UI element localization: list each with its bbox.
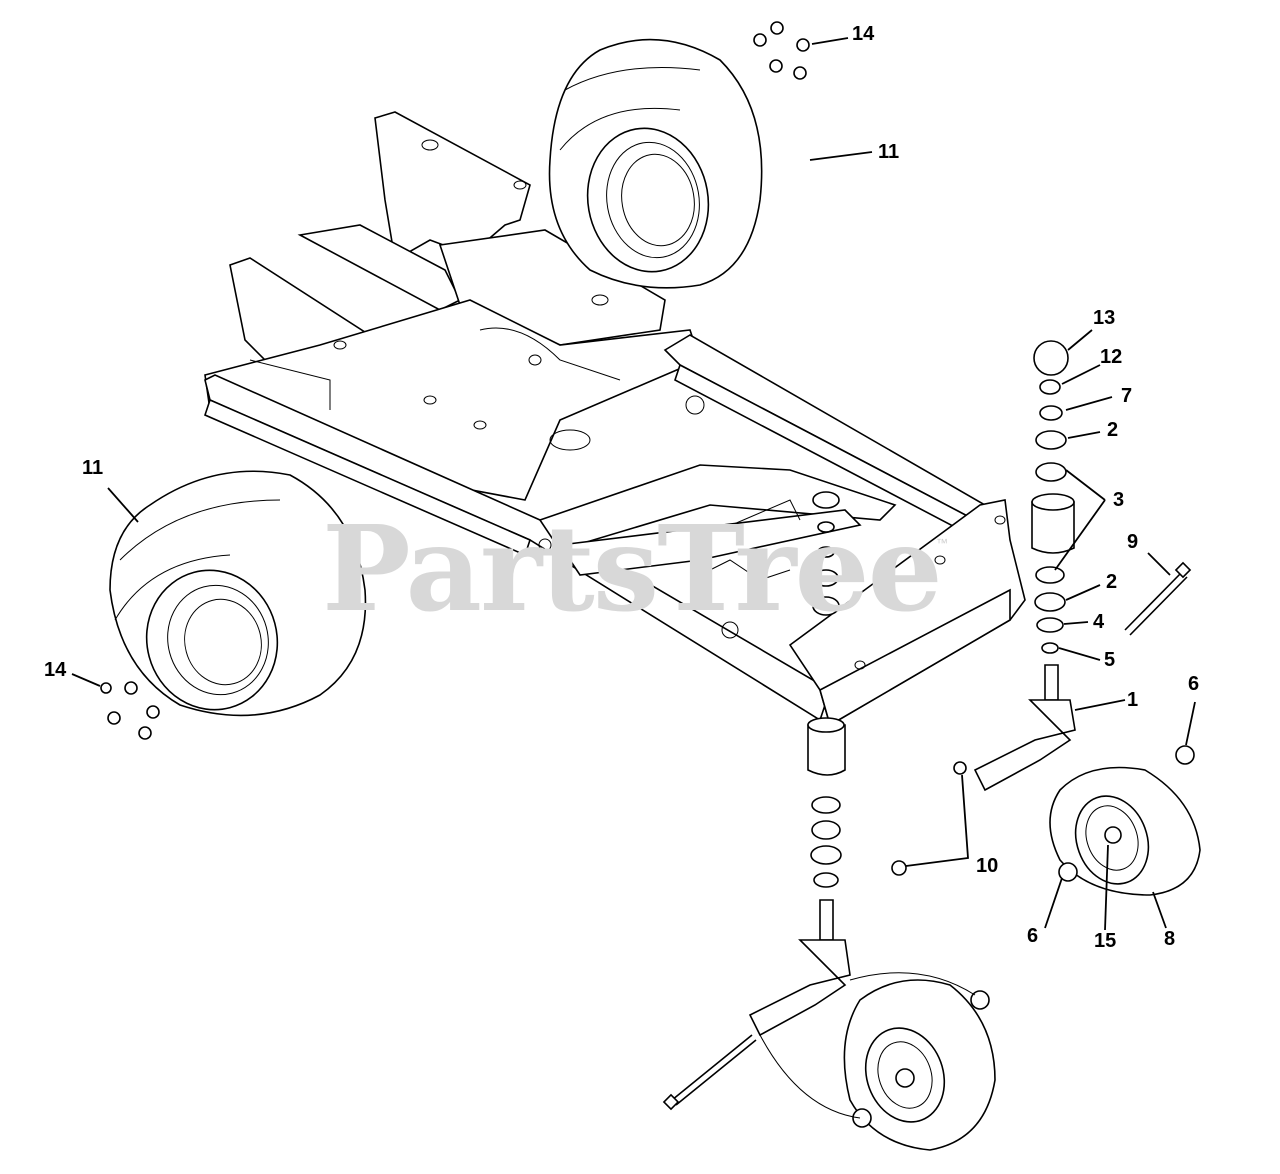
lug-nuts-top — [753, 21, 810, 80]
chassis-frame — [204, 111, 1075, 776]
left-spindle-stack — [748, 761, 967, 1037]
callout-2-bottom: 2 — [1106, 571, 1118, 593]
callout-14-left: 14 — [44, 659, 67, 681]
lug-nuts-left — [100, 681, 160, 740]
front-caster-left — [759, 972, 996, 1151]
callout-14-top: 14 — [852, 23, 875, 45]
callout-15: 15 — [1094, 930, 1117, 952]
callout-11-top: 11 — [878, 141, 900, 163]
callout-2-top: 2 — [1107, 419, 1119, 441]
callout-1: 1 — [1127, 689, 1139, 711]
callout-5: 5 — [1104, 649, 1116, 671]
callout-6-right: 6 — [1188, 673, 1200, 695]
rear-tire-left — [109, 470, 367, 717]
callout-11-left: 11 — [82, 457, 104, 479]
callout-13: 13 — [1093, 307, 1116, 329]
axle-bolt-left — [662, 1034, 757, 1111]
right-spindle-stack — [973, 340, 1076, 792]
callout-10: 10 — [976, 855, 999, 877]
callout-3: 3 — [1113, 489, 1125, 511]
front-caster-right — [1049, 745, 1201, 896]
callout-7: 7 — [1121, 385, 1133, 407]
callout-4: 4 — [1093, 611, 1105, 633]
callout-8: 8 — [1164, 928, 1176, 950]
callout-9: 9 — [1127, 531, 1139, 553]
leader-lines — [71, 37, 1196, 931]
watermark-trademark: ™ — [936, 536, 948, 550]
callout-6-bottom: 6 — [1027, 925, 1039, 947]
watermark: PartsTree — [322, 499, 943, 638]
axle-bolt — [1124, 561, 1192, 636]
callout-12: 12 — [1100, 346, 1123, 368]
rear-tire-top — [548, 38, 763, 289]
